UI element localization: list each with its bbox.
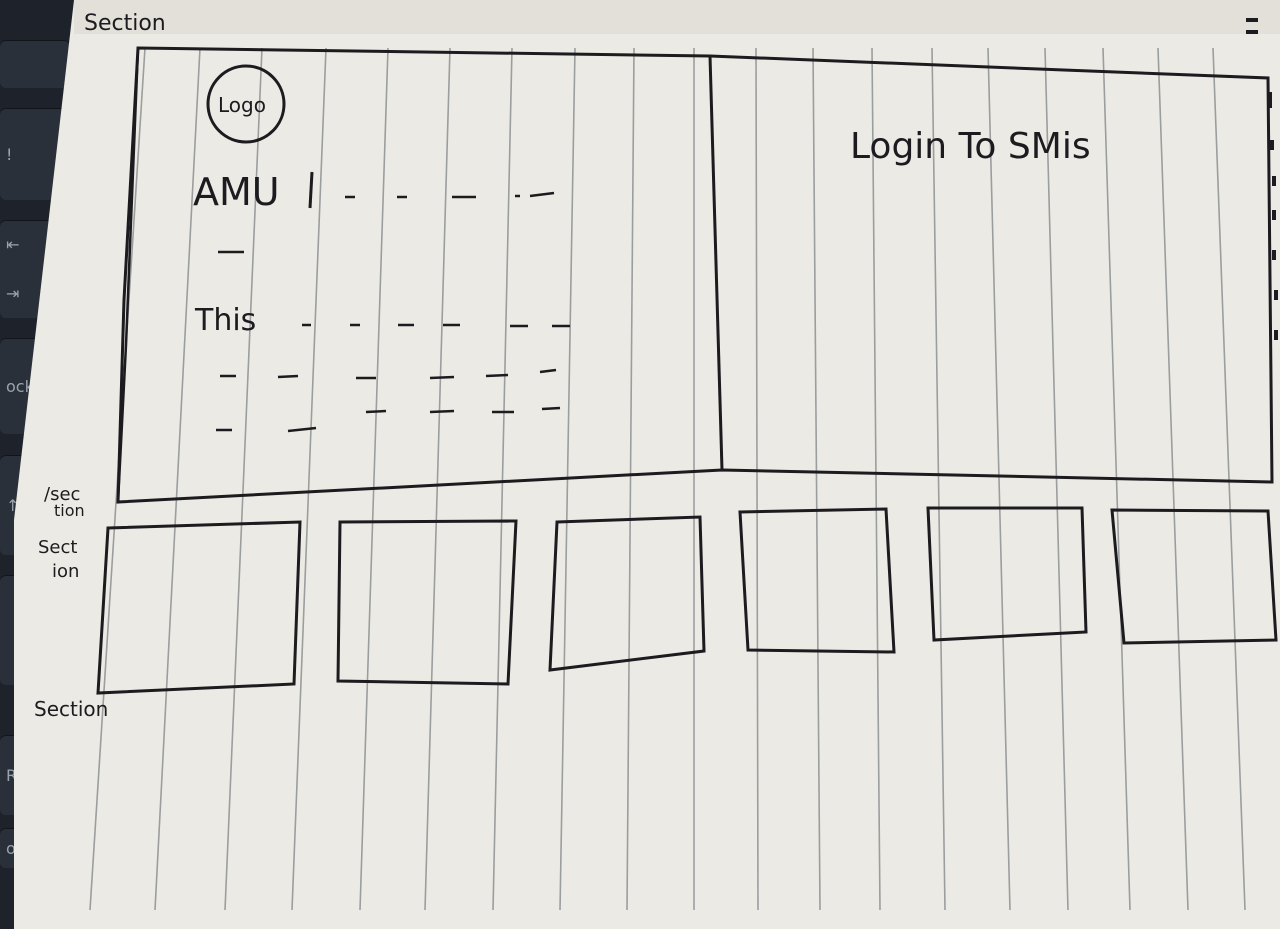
- tab-forward-glyph: ⇥: [6, 284, 20, 303]
- card-6: [1110, 508, 1278, 645]
- card-3: [548, 515, 706, 672]
- ruled-line: [424, 47, 451, 911]
- card-4: [738, 507, 896, 654]
- ruled-line: [1044, 47, 1069, 911]
- section-close-label-2: tion: [54, 501, 85, 520]
- logo-circle-icon: [206, 64, 286, 144]
- paper-top-strip: [74, 0, 1280, 34]
- placeholder-dashes-line-1: [345, 191, 555, 199]
- hero-left-edge: [116, 47, 140, 503]
- logo-text: Logo: [218, 93, 266, 117]
- placeholder-dashes-line-4: [216, 406, 561, 433]
- keyboard-key: [0, 40, 70, 88]
- card-5: [926, 506, 1088, 642]
- login-title: Login To SMis: [850, 126, 1091, 167]
- section-label-bottom: Section: [34, 697, 108, 721]
- ruled-line: [626, 47, 635, 911]
- card-2: [336, 519, 518, 686]
- ruled-line: [1212, 47, 1246, 911]
- intro-text: This: [194, 303, 256, 338]
- ruled-line: [154, 47, 201, 911]
- ruled-line: [359, 47, 389, 911]
- ruled-line: [987, 47, 1011, 911]
- section-label-mid: Sect: [38, 537, 77, 558]
- paper-sheet: [14, 0, 1280, 929]
- cards-row: [96, 506, 1278, 695]
- tab-back-glyph: ⇤: [6, 235, 20, 254]
- ruled-line: [871, 47, 881, 911]
- section-close-label: /sec: [44, 484, 80, 505]
- ruled-line: [492, 47, 513, 911]
- edge-markings: [1246, 18, 1278, 340]
- org-separator: [308, 171, 314, 209]
- section-label-top: Section: [84, 11, 166, 36]
- card-1: [96, 520, 302, 695]
- ruled-line: [931, 47, 946, 911]
- hero-divider: [708, 55, 724, 471]
- org-name: AMU: [193, 170, 280, 214]
- placeholder-dashes-line-2: [302, 323, 570, 328]
- ruled-line: [224, 47, 263, 911]
- hero-section-frame: [116, 46, 1274, 504]
- placeholder-dashes-line-3: [220, 368, 557, 380]
- ruled-line: [755, 47, 759, 911]
- ruled-line: [812, 47, 821, 911]
- ruled-line: [291, 47, 327, 911]
- section-label-mid-2: ion: [52, 561, 79, 582]
